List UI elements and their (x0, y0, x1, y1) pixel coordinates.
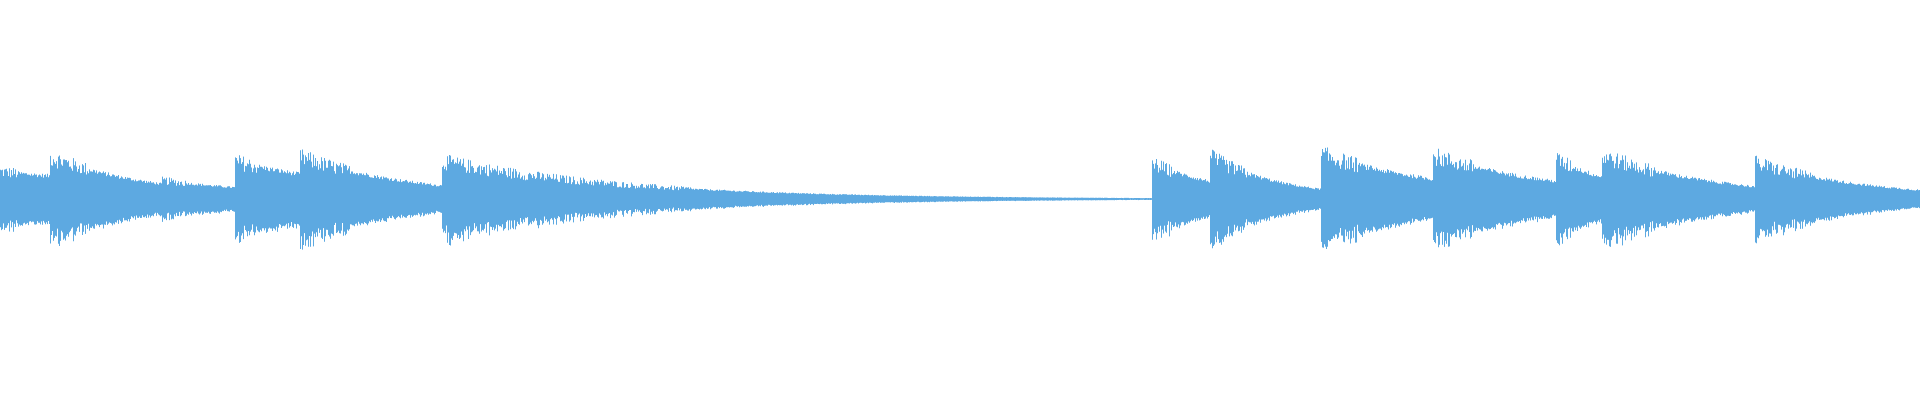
waveform-path (0, 147, 1920, 250)
waveform-bars (0, 147, 1920, 250)
